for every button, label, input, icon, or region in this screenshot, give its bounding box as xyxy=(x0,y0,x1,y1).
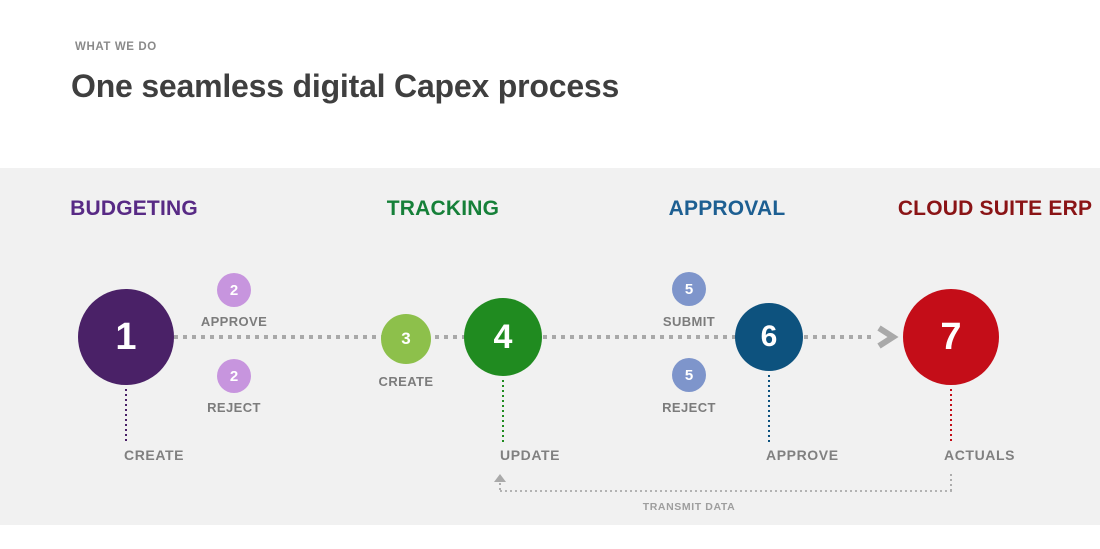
step-circle-6: 6 xyxy=(735,303,803,371)
transmit-dotted-line xyxy=(500,490,952,492)
connector-step4 xyxy=(502,380,504,443)
transmit-right-stub xyxy=(950,474,952,491)
step2-label-reject: REJECT xyxy=(207,400,261,415)
step7-label-actuals: ACTUALS xyxy=(944,447,1016,463)
step-circle-3: 3 xyxy=(381,314,431,364)
slide-eyebrow: WHAT WE DO xyxy=(75,41,157,53)
flow-arrow-icon xyxy=(877,325,899,349)
step1-label-create: CREATE xyxy=(124,447,185,463)
section-label-budgeting: BUDGETING xyxy=(70,197,198,220)
step-circle-7: 7 xyxy=(903,289,999,385)
transmit-arrow-tail xyxy=(499,483,501,491)
transmit-data-label: TRANSMIT DATA xyxy=(642,501,736,513)
connector-step7 xyxy=(950,389,952,443)
section-label-approval: APPROVAL xyxy=(668,197,786,220)
transmit-up-arrow-icon xyxy=(494,474,506,482)
step3-label-create: CREATE xyxy=(378,374,434,389)
step-circle-5-submit: 5 xyxy=(672,272,706,306)
step-circle-2-reject: 2 xyxy=(217,359,251,393)
connector-step1 xyxy=(125,389,127,443)
step-circle-1: 1 xyxy=(78,289,174,385)
connector-step6 xyxy=(768,375,770,443)
step-circle-5-reject: 5 xyxy=(672,358,706,392)
section-label-tracking: TRACKING xyxy=(386,197,500,220)
step-circle-2-approve: 2 xyxy=(217,273,251,307)
step4-label-update: UPDATE xyxy=(500,447,561,463)
step6-label-approve: APPROVE xyxy=(766,447,839,463)
section-label-cloud-suite-erp: CLOUD SUITE ERP xyxy=(897,197,1093,220)
step5-label-reject: REJECT xyxy=(662,400,716,415)
step5-label-submit: SUBMIT xyxy=(662,314,716,329)
step-circle-4: 4 xyxy=(464,298,542,376)
page-title: One seamless digital Capex process xyxy=(71,68,620,104)
step2-label-approve: APPROVE xyxy=(200,314,268,329)
